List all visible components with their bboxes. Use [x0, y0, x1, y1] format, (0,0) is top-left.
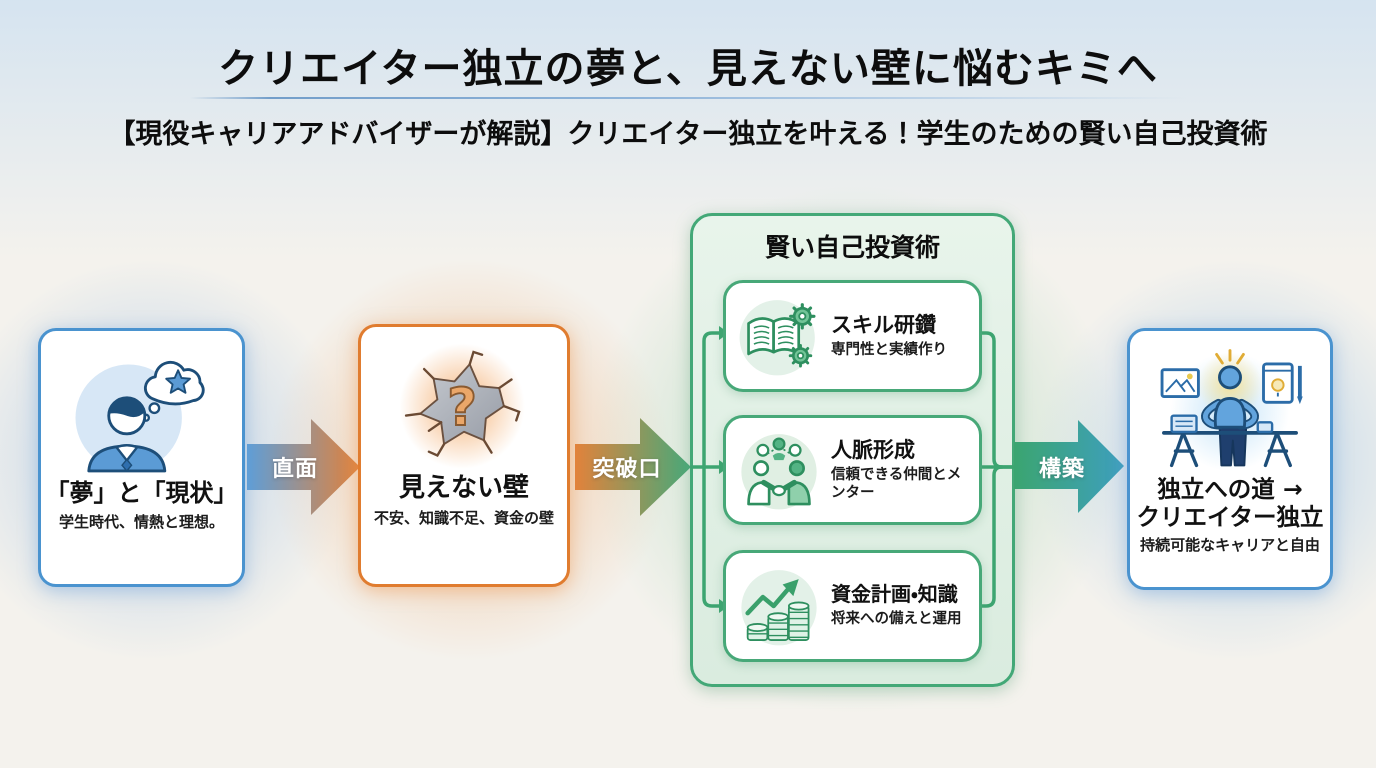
- book-gears-icon: [739, 300, 816, 376]
- dream-box: 「夢」と「現状」 学生時代、情熱と理想。: [38, 328, 245, 587]
- wall-box: ? 見えない壁 不安、知識不足、資金の壁: [358, 324, 570, 587]
- arrow-face-shape: [247, 419, 360, 515]
- title-divider: [190, 97, 1187, 99]
- finance-subbox: 資金計画・知識 将来への備えと運用: [723, 550, 982, 662]
- page-subtitle: 【現役キャリアアドバイザーが解説】クリエイター独立を叶える！学生のための賢い自己…: [108, 119, 1268, 150]
- person-thinking-star-icon: [75, 360, 205, 473]
- page-title: クリエイター独立の夢と、見えない壁に悩むキミへ: [218, 46, 1158, 92]
- goal-box: 独立への道 → クリエイター独立 持続可能なキャリアと自由: [1127, 328, 1333, 590]
- goal-box-subtext: 持続可能なキャリアと自由: [1140, 536, 1320, 555]
- dream-box-subtext: 学生時代、情熱と理想。: [58, 512, 224, 531]
- arrow-build: 構築: [1014, 418, 1125, 515]
- goal-box-heading-line1: 独立への道 →: [1157, 475, 1303, 503]
- arrow-face: 直面: [247, 416, 361, 518]
- invest-panel-title: 賢い自己投資術: [764, 233, 940, 262]
- arrow-breakthrough-label: 突破口: [592, 457, 662, 482]
- goal-box-heading-line2: クリエイター独立: [1136, 503, 1324, 532]
- finance-heading: 資金計画・知識: [831, 582, 958, 607]
- arrow-build-label: 構築: [1038, 456, 1085, 482]
- arrow-breakthrough-shape: [575, 418, 691, 516]
- arrow-breakthrough: 突破口: [575, 415, 692, 519]
- network-subbox: 人脈形成 信頼できる仲間とメンター: [723, 415, 982, 525]
- skill-heading: スキル研鑽: [831, 312, 936, 337]
- arrow-build-shape: [1014, 420, 1124, 513]
- skill-subbox: スキル研鑽 専門性と実績作り: [723, 280, 982, 392]
- network-heading: 人脈形成: [831, 437, 915, 462]
- growth-chart-coins-icon: [741, 570, 817, 646]
- dream-box-heading: 「夢」と「現状」: [45, 479, 238, 507]
- handshake-people-icon: [741, 434, 817, 510]
- wall-box-subtext: 不安、知識不足、資金の壁: [373, 509, 554, 528]
- cracked-wall-question-icon: ?: [399, 343, 525, 469]
- skill-subtext: 専門性と実績作り: [831, 342, 947, 358]
- wall-question-glyph: ?: [447, 378, 477, 438]
- arrow-face-label: 直面: [271, 457, 318, 482]
- creator-at-desk-icon: [1160, 349, 1303, 472]
- finance-subtext: 将来への備えと運用: [831, 611, 962, 628]
- wall-box-heading: 見えない壁: [398, 473, 529, 503]
- network-subtext: 信頼できる仲間とメンター: [831, 466, 962, 502]
